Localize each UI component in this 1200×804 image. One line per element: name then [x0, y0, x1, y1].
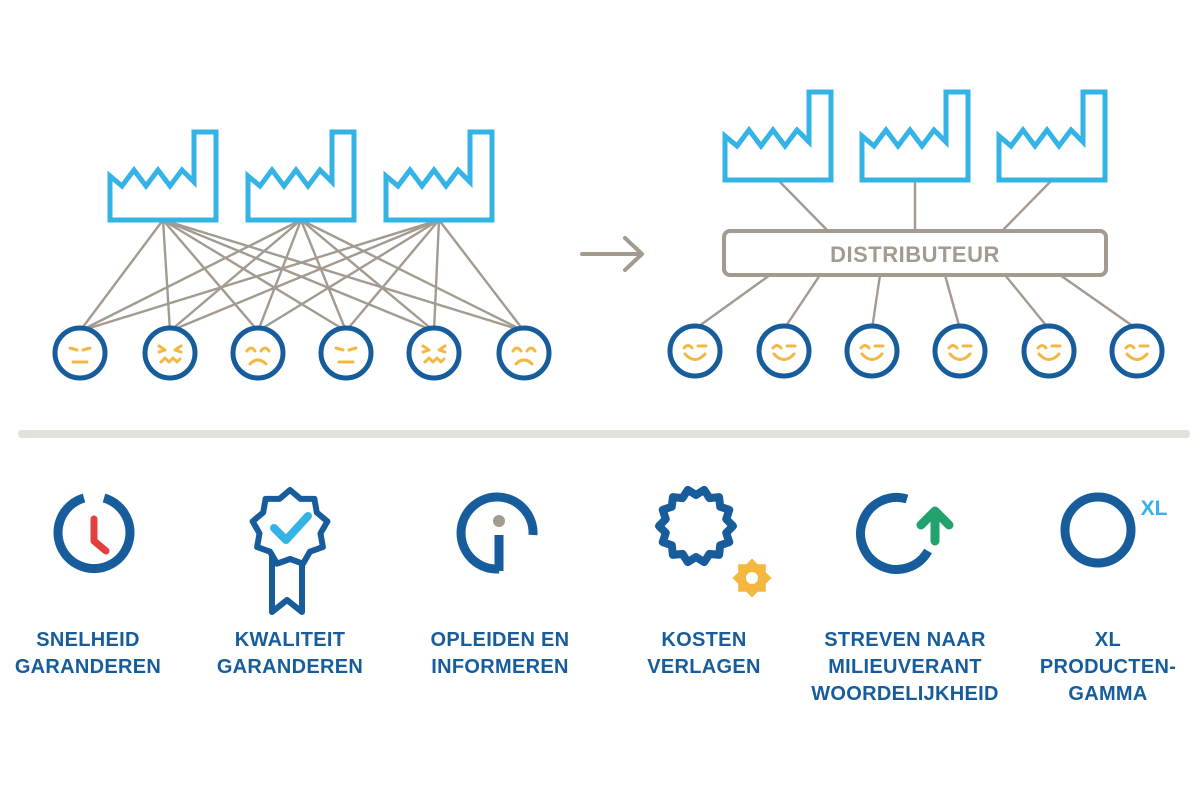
connection-line: [438, 219, 525, 332]
xl-ring-icon: XL: [1060, 492, 1168, 568]
label-line: VERLAGEN: [647, 656, 761, 678]
factory-icon: [996, 89, 1108, 183]
connection-line: [300, 218, 525, 333]
connection-line: [300, 219, 435, 332]
label-line: WOORDELIJKHEID: [811, 683, 999, 705]
label-line: GARANDEREN: [217, 656, 363, 678]
benefit-label-quality: KWALITEIT GARANDEREN: [217, 629, 363, 678]
sad-face-icon: [52, 325, 108, 381]
benefit-label-environment: STREVEN NAAR MILIEUVERANT WOORDELIJKHEID: [811, 629, 999, 705]
connection-line: [1059, 274, 1138, 330]
xl-icon-text: XL: [1141, 497, 1168, 520]
label-line: OPLEIDEN EN: [431, 629, 570, 651]
connection-line: [169, 219, 302, 332]
benefit-label-xl-range: XL PRODUCTEN- GAMMA: [1040, 629, 1176, 705]
connection-line: [162, 218, 435, 333]
factory-icon: [245, 129, 357, 223]
connection-line: [345, 219, 440, 332]
connection-line: [777, 179, 829, 232]
before-customers: [52, 325, 552, 381]
arrow-right-icon: [580, 236, 644, 272]
sad-face-icon: [318, 325, 374, 381]
connection-line: [256, 219, 303, 332]
quality-badge-icon: [249, 487, 331, 615]
benefit-label-costs: KOSTEN VERLAGEN: [647, 629, 761, 678]
label-line: INFORMEREN: [431, 656, 568, 678]
label-line: STREVEN NAAR: [824, 629, 986, 651]
connection-line: [162, 218, 525, 333]
factory-icon: [722, 89, 834, 183]
connection-line: [79, 219, 164, 332]
label-line: SNELHEID: [36, 629, 140, 651]
before-factories: [107, 129, 495, 223]
eco-arrow-icon: [856, 492, 954, 574]
distributor-box: DISTRIBUTEUR: [722, 229, 1108, 277]
label-line: KOSTEN: [661, 629, 746, 651]
connection-line: [79, 218, 302, 333]
factory-icon: [859, 89, 971, 183]
connection-line: [79, 218, 440, 333]
happy-face-icon: [756, 323, 812, 379]
connection-line: [870, 274, 882, 330]
annoyed-face-icon: [406, 325, 462, 381]
happy-face-icon: [844, 323, 900, 379]
connection-line: [943, 274, 962, 330]
connection-line: [432, 219, 441, 332]
after-customers: [667, 323, 1165, 379]
after-connection-lines: [694, 179, 1138, 330]
factory-icon: [107, 129, 219, 223]
happy-face-icon: [1021, 323, 1077, 379]
benefit-label-training: OPLEIDEN EN INFORMEREN: [431, 629, 570, 678]
angry-face-icon: [496, 325, 552, 381]
label-line: XL: [1095, 629, 1121, 651]
angry-face-icon: [230, 325, 286, 381]
connection-line: [694, 274, 771, 330]
benefit-label-speed: SNELHEID GARANDEREN: [15, 629, 161, 678]
happy-face-icon: [1109, 323, 1165, 379]
distributor-label: DISTRIBUTEUR: [830, 242, 1000, 267]
label-line: PRODUCTEN-: [1040, 656, 1176, 678]
connection-line: [1004, 274, 1050, 330]
happy-face-icon: [667, 323, 723, 379]
label-line: KWALITEIT: [235, 629, 345, 651]
annoyed-face-icon: [142, 325, 198, 381]
label-line: GARANDEREN: [15, 656, 161, 678]
connection-line: [161, 219, 172, 332]
label-line: MILIEUVERANT: [828, 656, 982, 678]
cost-gear-icon: [655, 485, 775, 601]
connection-line: [1001, 179, 1053, 232]
connection-line: [257, 218, 440, 333]
happy-face-icon: [932, 323, 988, 379]
info-icon: [456, 492, 538, 574]
factory-icon: [383, 129, 495, 223]
label-line: GAMMA: [1068, 683, 1147, 705]
connection-line: [299, 219, 348, 332]
after-factories: [722, 89, 1108, 183]
clock-icon: [53, 493, 135, 574]
connection-line: [169, 218, 440, 333]
connection-line: [783, 274, 821, 330]
connection-line: [162, 219, 259, 332]
connection-line: [162, 218, 347, 333]
before-connection-lines: [79, 218, 525, 333]
